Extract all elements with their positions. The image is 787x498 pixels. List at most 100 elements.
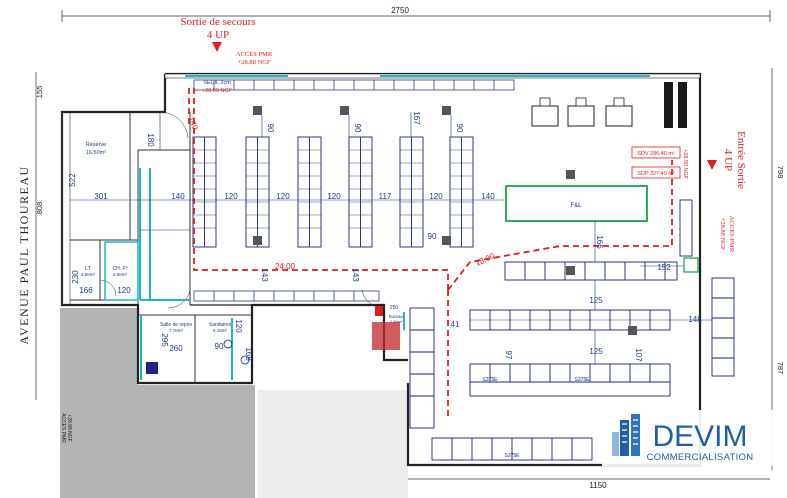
dim-140-left: 140 [171,192,185,201]
evacuation-path [188,88,673,420]
top-dimension: 2750 [61,6,771,22]
interior-rooms [61,111,385,383]
dim-143-a: 143 [260,268,269,282]
dim-125-b: 125 [589,347,603,356]
aisle-shelf-dividers [193,149,473,229]
bureau-label: bureau [389,314,404,319]
fl-zone [505,185,648,222]
pillars [253,106,637,335]
dim-120-a: 120 [224,192,238,201]
emergency-exit-up: 4 UP [207,29,229,41]
right-top-dimension: 798 [776,166,785,179]
right-gondolas [409,199,735,461]
green-marker [683,257,699,273]
dim-250: 250 [390,305,399,311]
top-exit: Sortie de secours 4 UP ACCES PMR +28.88 … [180,16,272,94]
devim-logo: DEVIM COMMERCIALISATION [602,410,777,466]
dim-120-c: 120 [327,192,341,201]
devim-tagline: COMMERCIALISATION [647,452,754,463]
lt-label: LT [85,266,92,272]
neighbour-area [60,308,255,498]
top-window-band [164,73,701,79]
left-dimensions: 155 808 AVENUE PAUL THOUREAU [17,72,44,400]
bottom-left-pmr-label: ACCES PMR [60,413,66,443]
dim-90-b: 90 [353,124,362,133]
dim-167: 167 [412,111,421,125]
shelf-tag-c: S375E [504,453,520,459]
street-name: AVENUE PAUL THOUREAU [17,165,31,344]
lt-cyan-room [104,241,139,301]
dim-168: 168 [244,347,253,361]
dim-140-right: 140 [481,192,495,201]
dim-301: 301 [94,192,108,201]
bottom-total-dimension: 1150 [589,481,607,490]
sdp-box [631,166,681,179]
dim-120-lt: 120 [117,286,131,295]
dimension-numbers: 522 301 180 230 166 120 140 120 120 120 … [68,111,702,362]
right-dimensions: 798 787 [771,68,785,470]
acces-pmr-right-ngf: +28.88 NGF [719,218,726,251]
reserve-label: Réserve [86,142,106,148]
lower-neighbour [258,390,408,498]
acces-pmr-top-ngf: +28.88 NGF [238,59,271,66]
right-bottom-dimension: 787 [776,362,785,375]
devim-name: DEVIM [652,420,747,453]
bureau-area: 2.90m² [390,319,403,324]
dim-90-san: 90 [215,342,224,351]
sdv-box [631,146,681,159]
dim-180: 180 [146,133,155,147]
ngf-mid: +28.90 NGF [682,149,688,180]
dim-166-v: 166 [595,235,604,249]
dim-120-san: 120 [234,319,243,333]
top-total-dimension: 2750 [391,6,409,15]
aisle-gondolas [192,136,474,248]
dim-295: 295 [160,333,169,347]
shelf-tag-b: S375E [574,377,590,383]
dimension-lines [70,112,712,364]
fl-label: F&L [570,203,582,209]
exit-arrows [212,42,717,170]
bottom-left-pmr: ACCES PMR +28.88 NGF [60,413,72,443]
dim-260: 260 [169,344,183,353]
dim-117: 117 [379,192,392,201]
acces-pmr-right: ACCES PMR [728,216,735,253]
building-logo-icon [612,414,640,456]
salle-repos-area: 7.70m² [169,328,184,333]
dim-152: 152 [657,263,671,272]
dim-125-a: 125 [589,296,603,305]
acces-pmr-top: ACCES PMR [236,51,273,58]
dim-143-b: 143 [351,268,360,282]
left-mid-dimension: 808 [35,202,44,215]
chf-area: 2.50m² [113,272,128,277]
left-top-dimension: 155 [35,86,44,99]
entrance-up: 4 UP [722,149,734,171]
dim-107: 107 [634,348,643,362]
chf-label: CH. F° [112,266,127,272]
dim-24: 24.00 [275,262,296,271]
dim-97: 97 [504,351,513,360]
bottom-dimension: 1150 [408,478,770,490]
sdv-label: SDV 286.40 m² [637,151,675,157]
sdp-label: SDP 327.40 m² [637,171,675,177]
reserve-area: 16.50m² [86,150,106,156]
sanitaires-area: 5.15m² [213,328,228,333]
dim-90-c: 90 [455,124,464,133]
sanitaires-label: Sanitaires [209,322,232,328]
fixtures [146,306,400,374]
checkout-desks [531,82,687,128]
entrance-label: Entrée Sortie [735,131,747,189]
salle-repos-label: Salle de repos [160,322,192,328]
room-labels: Réserve 16.50m² LT 3.60m² CH. F° 2.50m² … [81,142,404,333]
dim-140-diag: 140 [187,115,200,131]
shelf-tags: S375E S375E S375E [482,377,590,459]
dim-90-a: 90 [266,124,275,133]
dim-41: 41 [451,320,460,329]
cyan-partitions [139,168,405,380]
dim-166: 166 [79,286,93,295]
seuil-label: SEUIL 2cm [203,80,231,86]
dim-522: 522 [68,173,77,187]
dim-148: 148 [688,315,702,324]
shelf-tag-a: S375E [482,377,498,383]
